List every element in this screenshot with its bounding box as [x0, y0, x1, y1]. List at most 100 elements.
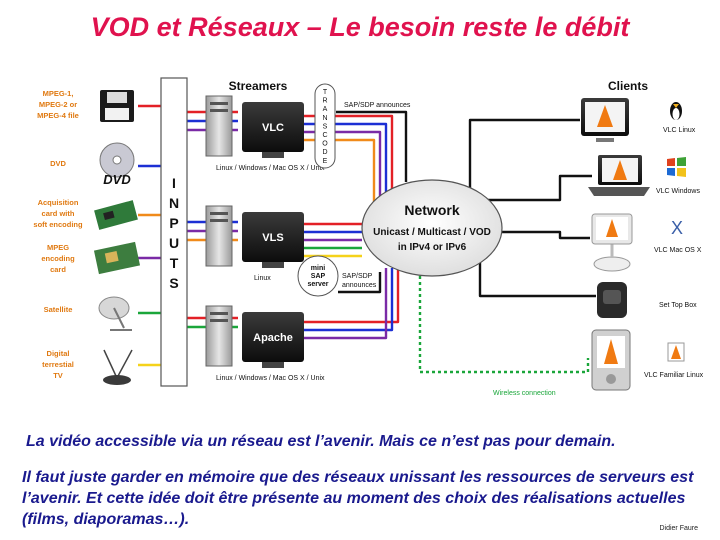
client-device-linux	[581, 98, 629, 142]
source-label-1: MPEG-2 or	[39, 100, 77, 109]
inputs-letter: I	[172, 175, 176, 191]
client-label: VLC Linux	[663, 127, 696, 134]
svg-text:X: X	[671, 218, 683, 238]
client-device-mac	[591, 213, 633, 272]
source-label-4: MPEG	[47, 243, 69, 252]
clients-heading: Clients	[608, 79, 648, 93]
inputs-bar	[160, 77, 188, 387]
mini-sap-line: mini	[311, 265, 325, 272]
transcode-letter: T	[323, 89, 328, 96]
inputs-letter: U	[169, 235, 179, 251]
antenna-icon	[103, 349, 133, 385]
source-label-2: DVD	[50, 159, 66, 168]
acquisition-card-icon	[94, 200, 138, 230]
client-line-windows	[488, 174, 592, 202]
transcode-letter: S	[323, 123, 328, 130]
network-line1: Unicast / Multicast / VOD	[373, 227, 491, 238]
client-label: VLC Familiar Linux	[644, 372, 704, 379]
streamer-name: VLC	[262, 122, 284, 134]
client-device-pda	[591, 329, 631, 391]
sap-announces-top: SAP/SDP announces	[344, 102, 411, 109]
source-label-5: Satellite	[44, 305, 73, 314]
mac-os-x-icon: X	[671, 218, 683, 238]
source-label-6: Digital	[47, 349, 70, 358]
satellite-dish-icon	[98, 296, 132, 331]
sap-bottom-line	[338, 272, 382, 294]
transcode-letter: D	[322, 149, 327, 156]
apache-to-network-3	[300, 268, 388, 340]
transcode-letter: O	[322, 141, 328, 148]
sap-bottom-line-text: SAP/SDP	[342, 273, 373, 280]
windows-logo-icon	[667, 157, 686, 177]
client-line-linux	[468, 118, 580, 192]
vlc-to-network-4	[300, 138, 376, 212]
client-connections	[418, 118, 596, 374]
transcode-letter: E	[323, 158, 328, 165]
vlc-to-network-1	[300, 114, 394, 200]
slide-title: VOD et Réseaux – Le besoin reste le débi…	[90, 12, 630, 42]
client-label: Set Top Box	[659, 302, 697, 309]
wireless-label: Wireless connection	[493, 390, 556, 397]
source-label-3: Acquisition	[38, 198, 79, 207]
author-credit: Didier Faure	[659, 525, 698, 532]
familiar-linux-icon	[667, 342, 685, 362]
source-label-1: MPEG-4 file	[37, 111, 79, 120]
caption-line-2: Il faut juste garder en mémoire que des …	[22, 469, 694, 528]
network-cloud	[361, 179, 503, 277]
network-line2: in IPv4 or IPv6	[398, 242, 467, 253]
client-line-wireless	[418, 276, 590, 374]
sap-top-line	[336, 110, 408, 182]
mini-sap-line: SAP	[311, 273, 326, 280]
source-label-3: card with	[42, 209, 75, 218]
client-device-set-top-box	[597, 282, 627, 318]
transcode-letter: R	[322, 98, 327, 105]
transcode-letter: C	[322, 132, 327, 139]
source-label-6: TV	[53, 371, 63, 380]
source-connections	[138, 104, 161, 367]
streamer-name: Apache	[253, 332, 293, 344]
streamer-os: Linux	[254, 275, 271, 282]
inputs-letter: T	[170, 255, 179, 271]
streamer-os: Linux / Windows / Mac OS X / Unix	[216, 165, 325, 172]
transcode-capsule	[314, 83, 336, 169]
mini-sap-line: server	[307, 281, 328, 288]
transcode-letter: A	[323, 106, 328, 113]
network-title: Network	[404, 202, 459, 218]
streamer-os: Linux / Windows / Mac OS X / Unix	[216, 375, 325, 382]
transcode-letter: N	[322, 115, 327, 122]
encoding-card-icon	[93, 241, 141, 275]
svg-text:DVD: DVD	[103, 172, 131, 187]
floppy-disk-icon	[100, 90, 134, 122]
source-label-4: card	[50, 265, 66, 274]
inputs-letter: P	[169, 215, 178, 231]
streamers-heading: Streamers	[229, 79, 288, 93]
client-label: VLC Windows	[656, 188, 700, 195]
inputs-letter: S	[169, 275, 178, 291]
client-line-mac	[502, 230, 590, 240]
source-label-4: encoding	[41, 254, 75, 263]
caption-line-1: La vidéo accessible via un réseau est l’…	[26, 433, 616, 450]
streamer-vlc: VLC Linux / Windows / Mac OS X / Unix	[205, 95, 325, 172]
sap-bottom-line-text: announces	[342, 282, 377, 289]
apache-to-network-1	[300, 268, 400, 324]
client-device-windows	[588, 155, 650, 196]
client-line-settopbox	[478, 262, 596, 298]
source-label-3: soft encoding	[33, 220, 83, 229]
mini-sap-server	[297, 255, 339, 297]
inputs-letter: N	[169, 195, 179, 211]
apache-to-network-2	[300, 268, 394, 332]
client-label: VLC Mac OS X	[654, 247, 702, 254]
source-label-1: MPEG-1,	[43, 89, 74, 98]
penguin-icon	[670, 102, 682, 120]
sap-announces-bottom: SAP/SDP announces	[342, 273, 377, 289]
dvd-disc-icon: DVD	[99, 142, 135, 187]
